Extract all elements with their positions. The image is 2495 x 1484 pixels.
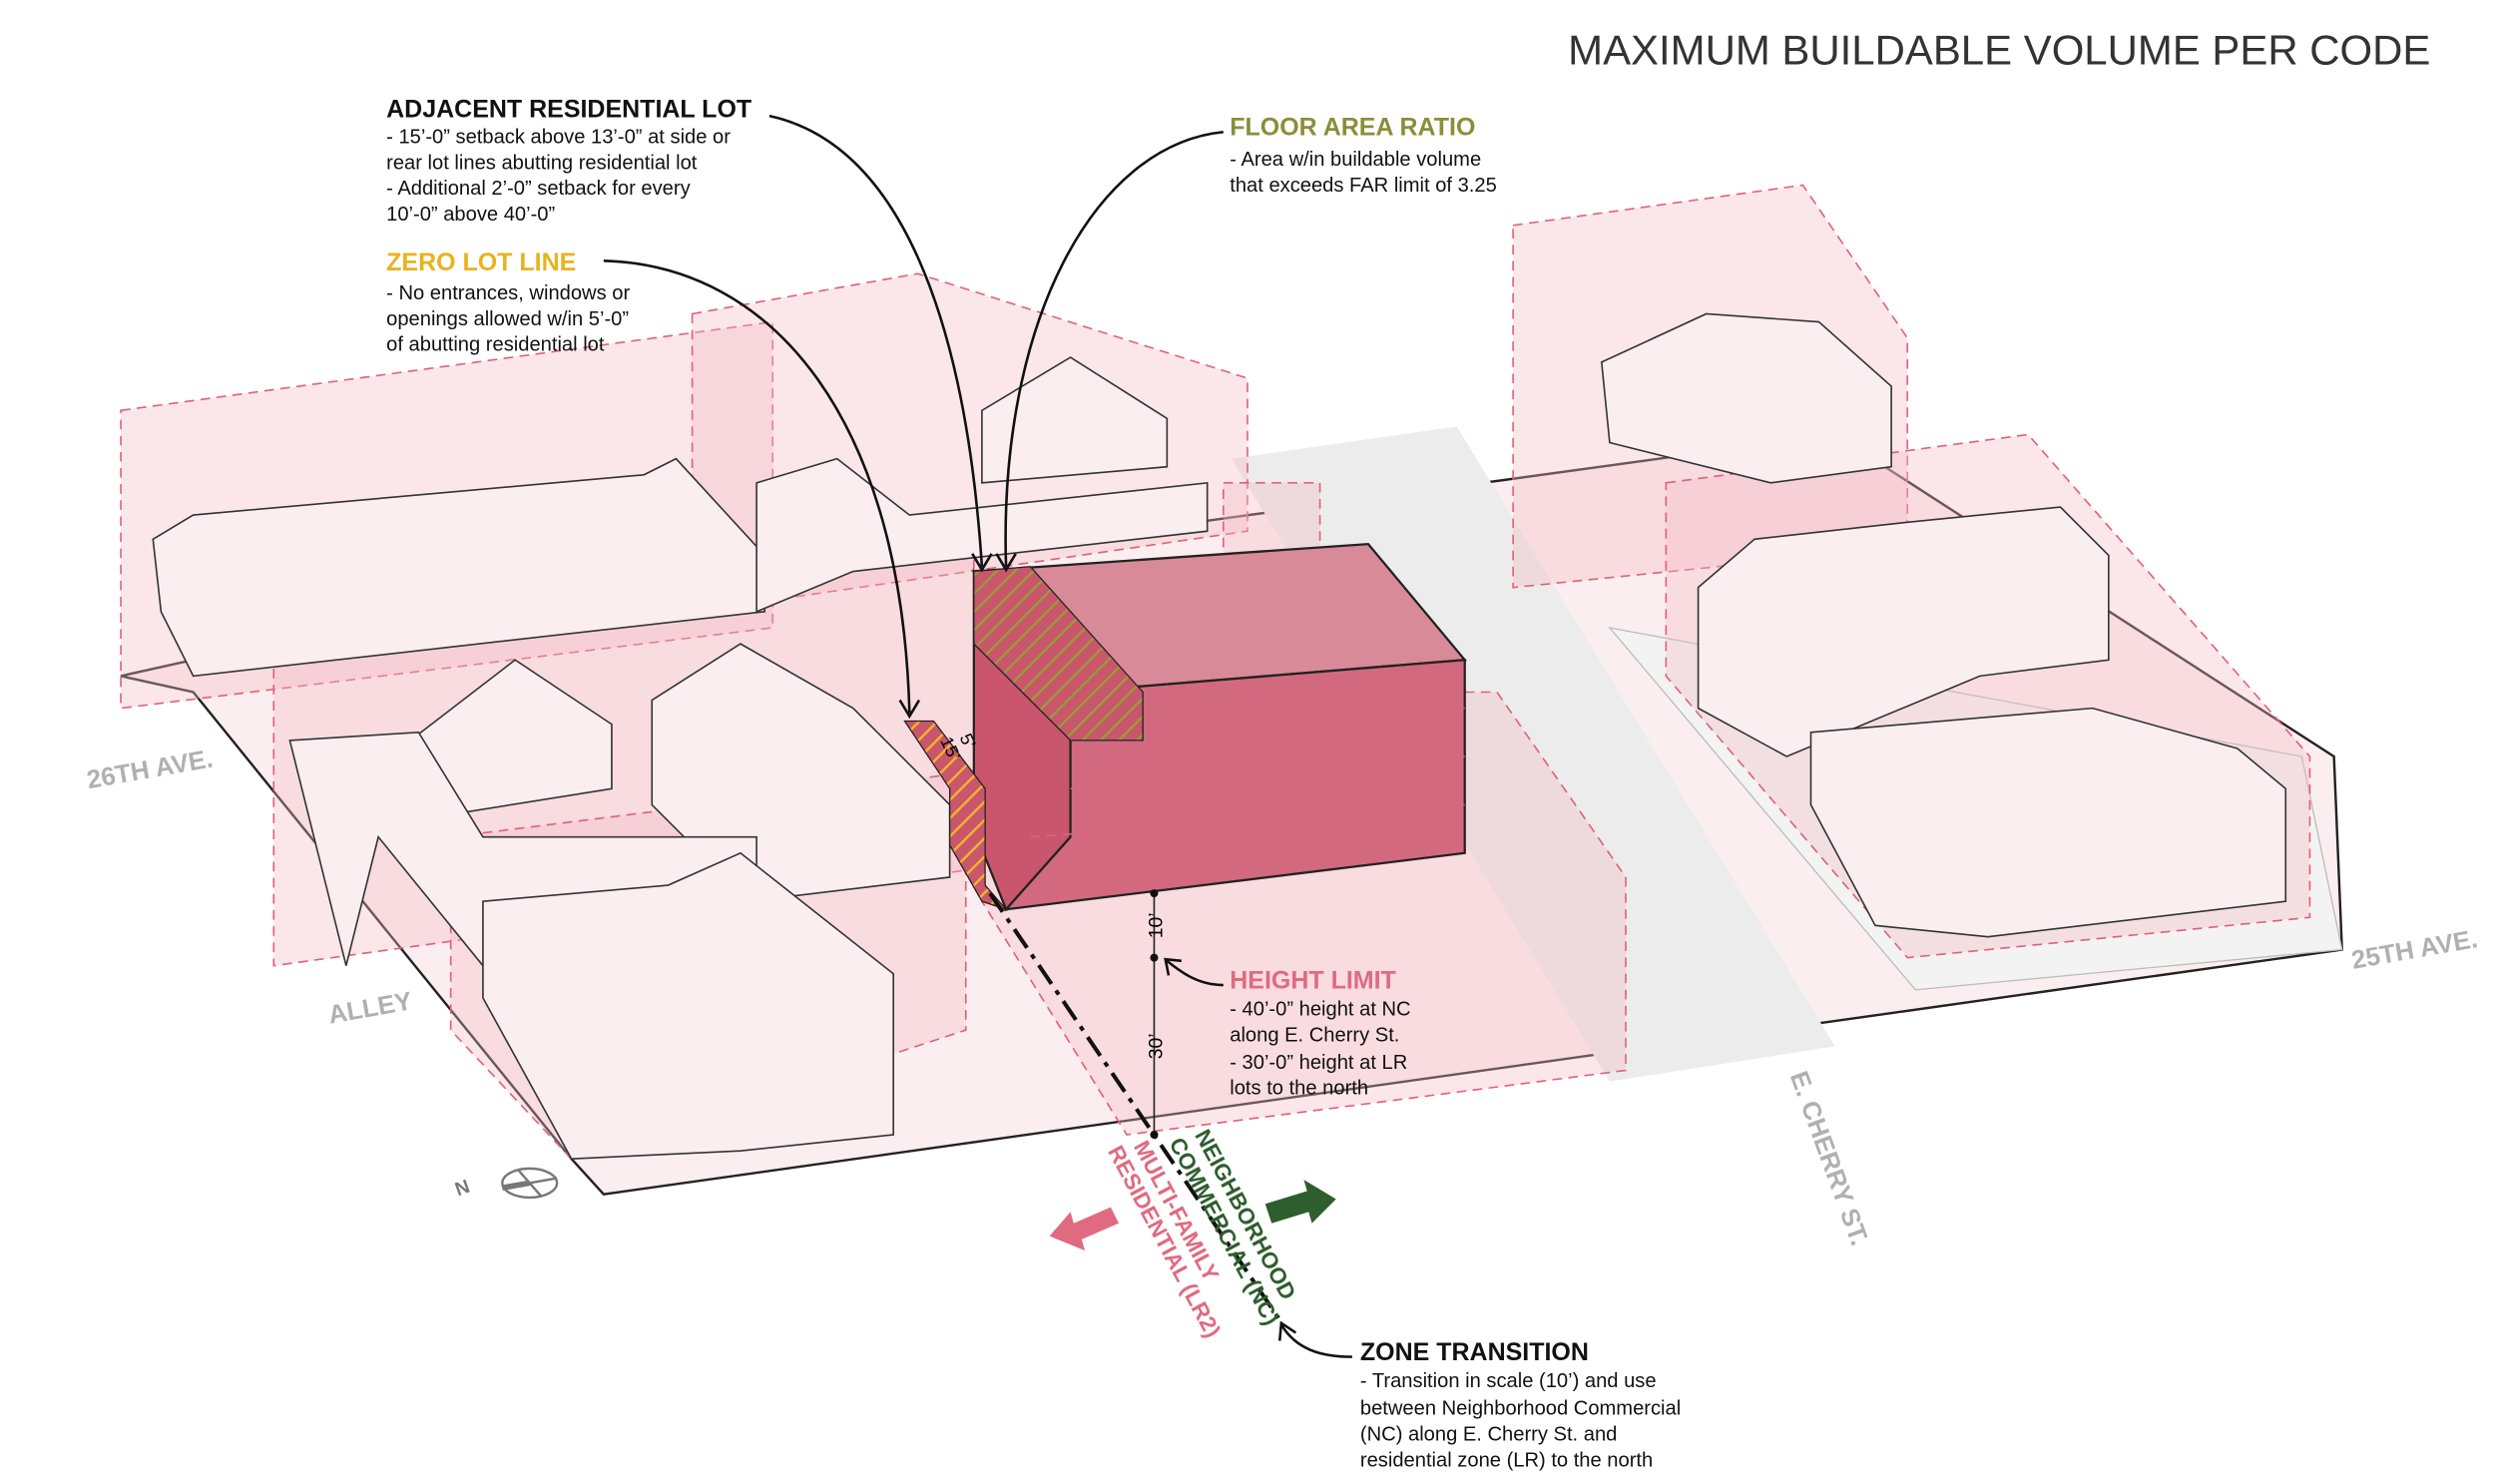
svg-text:that exceeds FAR limit of 3.25: that exceeds FAR limit of 3.25 (1230, 175, 1497, 197)
svg-text:- Area w/in buildable volume: - Area w/in buildable volume (1230, 149, 1481, 171)
svg-text:- 15’-0” setback above 13’-0”: - 15’-0” setback above 13’-0” at side or (386, 127, 731, 149)
callout-zero-lot-line: ZERO LOT LINE - No entrances, windows or… (386, 248, 630, 356)
svg-text:openings allowed w/in 5’-0”: openings allowed w/in 5’-0” (386, 308, 629, 330)
callout-adjacent-residential-lot: ADJACENT RESIDENTIAL LOT - 15’-0” setbac… (386, 96, 751, 226)
svg-text:ZONE TRANSITION: ZONE TRANSITION (1360, 1338, 1589, 1366)
street-25th-ave: 25TH AVE. (2349, 925, 2480, 975)
svg-text:10’-0” above 40’-0”: 10’-0” above 40’-0” (386, 204, 555, 226)
page-title: MAXIMUM BUILDABLE VOLUME PER CODE (1568, 27, 2430, 74)
svg-text:N: N (452, 1176, 473, 1201)
callout-floor-area-ratio: FLOOR AREA RATIO - Area w/in buildable v… (1230, 113, 1497, 196)
callout-height-limit: HEIGHT LIMIT - 40’-0” height at NC along… (1230, 966, 1410, 1099)
street-alley: ALLEY (326, 987, 414, 1029)
svg-text:FLOOR AREA RATIO: FLOOR AREA RATIO (1230, 113, 1475, 141)
nc-arrow-icon (1264, 1180, 1336, 1224)
far-excess-hatch (973, 566, 1144, 742)
svg-text:along E. Cherry St.: along E. Cherry St. (1230, 1024, 1399, 1046)
street-e-cherry: E. CHERRY ST. (1784, 1068, 1873, 1249)
svg-text:- Additional 2’-0” setback fo: - Additional 2’-0” setback for every (386, 178, 691, 200)
svg-text:residential zone (LR) to the n: residential zone (LR) to the north (1360, 1449, 1653, 1471)
svg-text:- No entrances, windows or: - No entrances, windows or (386, 282, 630, 304)
svg-text:(NC) along E. Cherry St. and: (NC) along E. Cherry St. and (1360, 1423, 1617, 1445)
dim-10ft: 10’ (1146, 912, 1168, 938)
svg-text:- Transition in scale (10’) a: - Transition in scale (10’) and use (1360, 1370, 1657, 1392)
svg-text:lots to the north: lots to the north (1230, 1078, 1368, 1100)
dim-30ft: 30’ (1146, 1033, 1168, 1059)
svg-text:ADJACENT RESIDENTIAL LOT: ADJACENT RESIDENTIAL LOT (386, 96, 751, 124)
svg-text:rear lot lines abutting reside: rear lot lines abutting residential lot (386, 152, 698, 174)
leader-arrows (603, 114, 1352, 1358)
svg-text:between Neighborhood Commercia: between Neighborhood Commercial (1360, 1398, 1681, 1420)
svg-text:- 30’-0” height at LR: - 30’-0” height at LR (1230, 1052, 1407, 1074)
svg-text:HEIGHT LIMIT: HEIGHT LIMIT (1230, 966, 1396, 994)
svg-text:- 40’-0” height at NC: - 40’-0” height at NC (1230, 999, 1410, 1021)
north-compass-icon: N (452, 1167, 559, 1201)
zero-lot-line-hatch (903, 720, 1009, 911)
street-26th-ave: 26TH AVE. (85, 744, 216, 794)
lr-arrow-icon (1049, 1207, 1119, 1251)
callout-zone-transition: ZONE TRANSITION - Transition in scale (1… (1360, 1338, 1681, 1471)
houses (152, 312, 2287, 1161)
svg-text:of abutting residential lot: of abutting residential lot (386, 334, 605, 356)
svg-text:ZERO LOT LINE: ZERO LOT LINE (386, 248, 576, 276)
